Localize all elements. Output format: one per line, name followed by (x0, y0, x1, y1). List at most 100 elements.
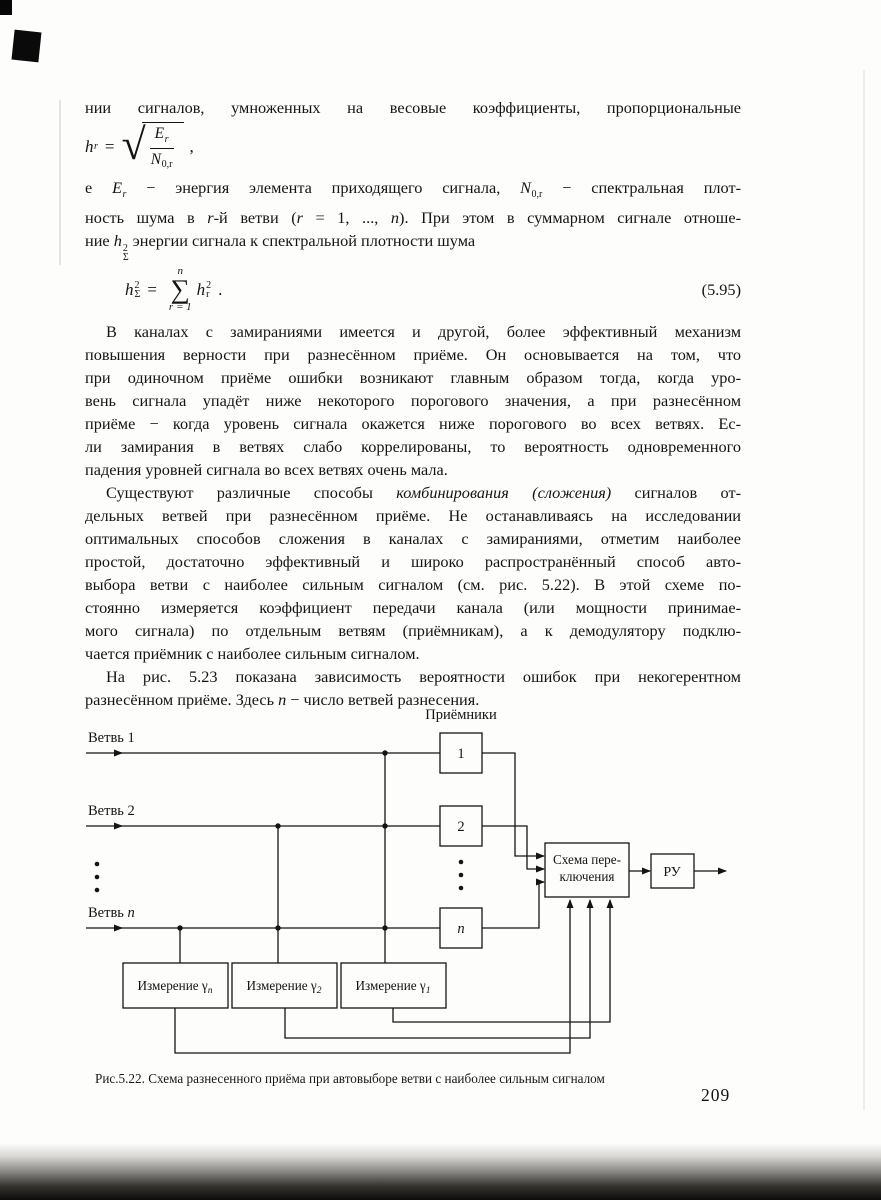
punctuation: . (218, 280, 223, 299)
body-line: приёме − когда уровень сигнала окажется … (85, 413, 741, 433)
measure-n-label: Измерение γn (137, 978, 212, 996)
measure-2-box (231, 962, 338, 1009)
figure-caption: Рис.5.22. Схема разнесенного приёма при … (95, 1071, 605, 1086)
receiver-n-box (439, 907, 483, 949)
run: Существуют различные способы (106, 482, 397, 502)
var-n: n (278, 689, 287, 709)
scan-edge-streak (59, 100, 61, 265)
run: -й ветви ( (213, 207, 297, 227)
var-r: r (207, 207, 214, 227)
paragraph-2: Существуют различные способы комбинирова… (85, 481, 741, 665)
numerator: Er (149, 125, 174, 149)
diagram-labels: Приёмники Ветвь 1 Ветвь 2 Ветвь n 1 2 n … (88, 707, 681, 996)
denominator: N0,r (151, 149, 173, 172)
sub-0r: 0,r (161, 159, 173, 170)
var-h: h (113, 230, 122, 250)
body-line: повышения верности при разнесённом приём… (85, 344, 741, 364)
sup-2: 2 (134, 279, 140, 291)
scan-artifact-corner (0, 0, 12, 15)
radical-sign: √ (121, 119, 146, 169)
equals-sign: = (104, 137, 115, 156)
var-h: h (196, 280, 206, 299)
switch-label-line2: ключения (559, 869, 614, 884)
var-N: N (520, 178, 532, 197)
body-line: разнесённом приёме. Здесь n − число ветв… (85, 688, 741, 711)
body-line: вень сигнала упадёт ниже некоторого поро… (85, 390, 741, 410)
punctuation: , (189, 137, 194, 156)
upper-limit: n (177, 265, 184, 277)
body-line: Существуют различные способы комбинирова… (85, 481, 741, 504)
switch-box (544, 842, 630, 898)
body-line: На рис. 5.23 показана зависимость вероят… (106, 666, 741, 686)
body-line: дельных ветвей при разнесённом приёме. Н… (85, 505, 741, 525)
receiver-2-label: 2 (457, 819, 464, 835)
paragraph-1: В каналах с замираниями имеется и другой… (85, 320, 741, 481)
ru-box (650, 853, 695, 889)
sub-r: r (94, 141, 98, 152)
scan-edge-right (863, 70, 865, 1110)
run: − энергия элемента приходящего сигнала, (126, 178, 521, 197)
measure-1-box (340, 962, 447, 1009)
run: − число ветвей разнесения. (286, 689, 480, 709)
body-line: простой, достаточно эффективный и широко… (85, 551, 741, 571)
wires (86, 749, 727, 1054)
sup-2: 2 (206, 279, 212, 291)
junction-dots (177, 750, 388, 931)
sub-r: r (122, 188, 127, 200)
body-line: ность шума в r-й ветви (r = 1, ..., n). … (85, 206, 741, 229)
run: е (85, 178, 113, 197)
text-column: нии сигналов, умноженных на весовые коэф… (85, 96, 741, 711)
body-line: чается приёмник с наиболее сильным сигна… (85, 643, 420, 663)
summation: n ∑ r = 1 (169, 266, 192, 313)
branch-1-label: Ветвь 1 (88, 730, 135, 746)
run: ). При этом в суммарном сигнале отноше- (399, 207, 741, 227)
body-line: выбора ветви с наиболее сильным сигналом… (85, 574, 741, 594)
body-line: ли замирания в ветвях слабо коррелирован… (85, 436, 741, 456)
run: = 1, ..., (302, 207, 391, 227)
sub-r: r (206, 288, 210, 300)
run: − спектральная плот- (542, 178, 742, 197)
radical-expression: √ Er N0,r (122, 122, 184, 171)
switch-label-line1: Схема пере- (553, 852, 621, 867)
ru-label: РУ (663, 865, 680, 880)
run: ние (85, 230, 114, 250)
var-n: n (390, 207, 400, 227)
sub-sigma: Σ (134, 288, 141, 300)
body-line: мого сигнала) по отдельным ветвям (приём… (85, 620, 741, 640)
run: энергии сигнала к спектральной плотности… (128, 230, 476, 250)
fraction: Er N0,r (141, 122, 184, 172)
paragraph-3: На рис. 5.23 показана зависимость вероят… (85, 665, 741, 711)
branch-2-label: Ветвь 2 (88, 803, 135, 819)
receiver-1-label: 1 (457, 746, 464, 762)
lower-limit: r = 1 (168, 301, 192, 313)
run: ность шума в (85, 207, 208, 227)
ellipsis-dots (94, 859, 464, 893)
equals-sign: = (147, 280, 157, 299)
branch-n-label: Ветвь n (88, 905, 135, 921)
receiver-1-box (439, 732, 483, 774)
var-E: E (112, 178, 123, 197)
body-line: стоянно измеряется коэффициент передачи … (85, 597, 741, 617)
equation-number: (5.95) (701, 280, 741, 299)
scan-artifact-blob (11, 29, 42, 63)
var-h: h (85, 137, 94, 156)
var-h: h (125, 280, 134, 299)
receiver-n-label: n (457, 921, 464, 937)
body-line: нии сигналов, умноженных на весовые коэф… (85, 98, 741, 117)
var-r: r (296, 207, 303, 227)
sub-sigma: Σ (122, 251, 129, 263)
measure-n-box (122, 962, 229, 1009)
run: сигналов от- (611, 482, 741, 502)
measure-1-label: Измерение γ1 (355, 978, 430, 996)
sigma-symbol: ∑ (170, 274, 190, 304)
